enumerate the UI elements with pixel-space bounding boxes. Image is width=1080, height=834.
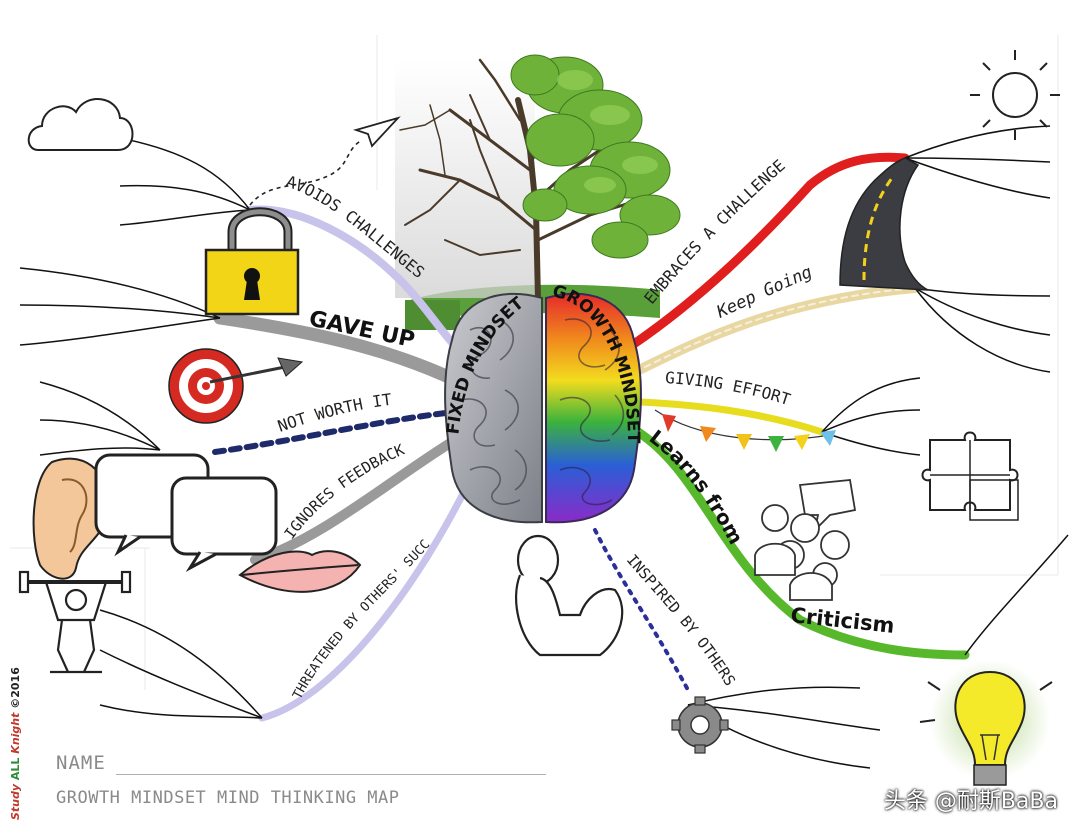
map-title: GROWTH MINDSET MIND THINKING MAP xyxy=(56,788,400,808)
puzzle-icon xyxy=(921,431,1019,521)
credit-study: Study xyxy=(9,783,22,820)
name-label: NAME xyxy=(56,752,106,774)
learns-from-label: Learns from xyxy=(645,425,748,548)
target-icon xyxy=(168,348,304,424)
left-branches xyxy=(212,205,474,722)
watermark-text: 头条 @耐斯BaBa xyxy=(883,789,1058,814)
padlock-icon xyxy=(204,207,300,316)
right-branches xyxy=(593,152,970,692)
credit-knight: Knight xyxy=(9,712,22,754)
cloud-icon xyxy=(27,98,134,151)
road-icon xyxy=(839,157,929,291)
credit-year: ©2016 xyxy=(9,667,22,709)
sun-icon xyxy=(970,50,1060,140)
flexed-arm-icon xyxy=(515,534,624,657)
bunting-flags-icon xyxy=(654,409,836,452)
name-input-line[interactable] xyxy=(116,774,546,775)
speech-bubbles-icon xyxy=(94,453,278,573)
gear-icon xyxy=(671,696,729,754)
ignores-feedback-label: IGNORES FEEDBACK xyxy=(281,441,407,543)
left-sub-branches xyxy=(19,137,263,719)
lips-icon xyxy=(238,550,362,593)
inspired-by-others-label: INSPIRED BY OTHERS xyxy=(623,551,739,689)
weightlifter-icon xyxy=(18,570,132,674)
tree-illustration xyxy=(395,54,681,303)
study-all-knight-credit: Study ALL Knight ©2016 xyxy=(9,667,22,820)
brain-illustration: FIXED MINDSET GROWTH MINDSET xyxy=(443,281,643,524)
people-group-icon xyxy=(754,479,857,601)
credit-all: ALL xyxy=(9,757,22,781)
right-sub-branches xyxy=(687,125,1069,769)
paper-plane-icon xyxy=(249,116,401,206)
light-bulb-icon xyxy=(919,660,1053,786)
